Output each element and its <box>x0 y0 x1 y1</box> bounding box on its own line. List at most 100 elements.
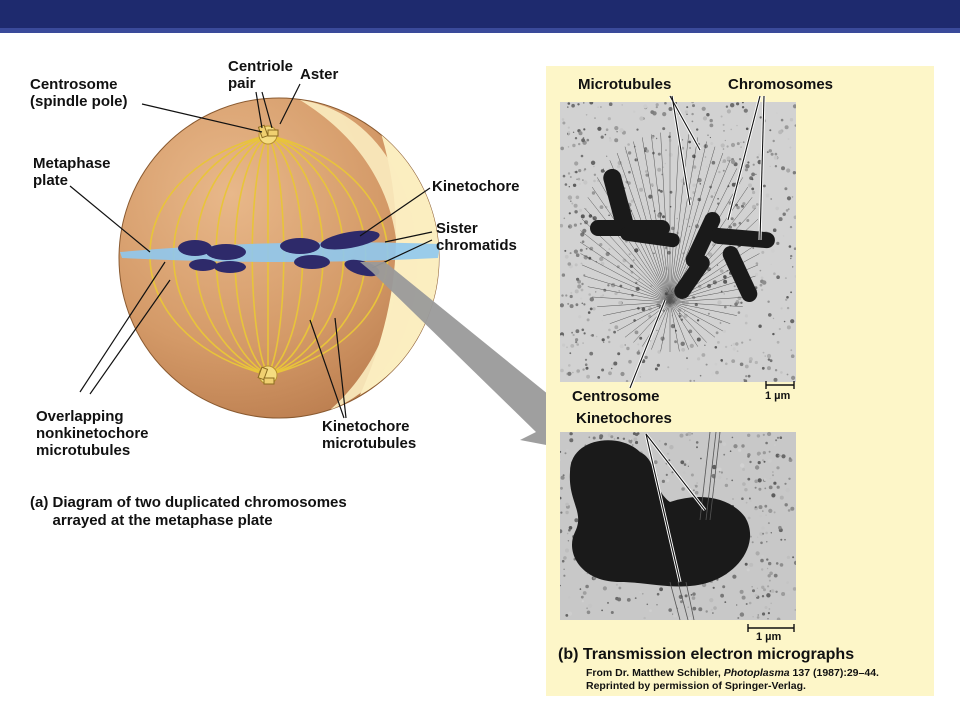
micrograph-texture <box>792 171 796 175</box>
micrograph-texture <box>776 485 780 489</box>
micrograph-texture <box>760 554 765 559</box>
micrograph-texture <box>736 102 740 106</box>
micrograph-texture <box>763 184 766 188</box>
micrograph-texture <box>740 463 745 468</box>
micrograph-fiber <box>609 301 671 324</box>
micrograph-texture <box>722 169 725 172</box>
micrograph-texture <box>723 293 725 295</box>
micrograph-texture <box>665 149 667 152</box>
micrograph-texture <box>643 616 646 620</box>
micrograph-texture <box>577 284 582 289</box>
micrograph-texture <box>712 280 717 285</box>
micrograph-texture <box>595 291 597 293</box>
micrograph-texture <box>766 151 769 154</box>
micrograph-texture <box>752 247 755 249</box>
micrograph-texture <box>786 168 791 173</box>
micrograph-texture <box>717 197 719 200</box>
micrograph-texture <box>763 478 767 481</box>
micrograph-texture <box>562 174 566 178</box>
micrograph-texture <box>773 377 778 382</box>
micrograph-texture <box>694 484 698 488</box>
micrograph-texture <box>599 256 604 262</box>
micrograph-texture <box>584 363 588 367</box>
micrograph-texture <box>780 371 783 374</box>
micrograph-texture <box>731 479 734 482</box>
micrograph-texture <box>761 250 765 254</box>
micrograph-texture <box>747 455 750 458</box>
micrograph-texture <box>718 467 722 472</box>
micrograph-texture <box>659 587 663 592</box>
micrograph-texture <box>770 589 775 593</box>
micrograph-texture <box>731 436 734 439</box>
micrograph-texture <box>680 460 685 465</box>
micrograph-texture <box>739 362 744 367</box>
micrograph-texture <box>567 195 573 200</box>
micrograph-texture <box>787 208 790 210</box>
micrograph-texture <box>614 325 619 330</box>
micrograph-texture <box>644 355 648 360</box>
micrograph-texture <box>710 608 713 611</box>
micrograph-texture <box>689 343 694 348</box>
micrograph-texture <box>732 498 734 500</box>
micrograph-texture <box>620 371 625 377</box>
micrograph-texture <box>786 581 789 584</box>
micrograph-texture <box>732 574 737 579</box>
micrograph-texture <box>786 296 789 299</box>
micrograph-texture <box>571 202 574 205</box>
micrograph-texture <box>577 177 581 181</box>
micrograph-texture <box>661 479 665 483</box>
micrograph-texture <box>601 609 603 612</box>
micrograph-texture <box>583 332 586 335</box>
micrograph-texture <box>565 294 568 297</box>
micrograph-texture <box>761 366 765 370</box>
micrograph-texture <box>565 614 569 617</box>
micrograph-texture <box>705 610 708 613</box>
micrograph-texture <box>786 555 790 559</box>
micrograph-texture <box>791 375 796 380</box>
micrograph-texture <box>608 340 611 344</box>
micrograph-texture <box>653 460 658 465</box>
micrograph-texture <box>610 611 614 614</box>
micrograph-texture <box>601 319 604 322</box>
micrograph-texture <box>636 432 640 435</box>
micrograph-texture <box>787 509 791 512</box>
micrograph-texture <box>767 366 771 371</box>
micrograph-texture <box>790 254 793 258</box>
micrograph-texture <box>752 163 755 166</box>
micrograph-texture <box>586 374 590 379</box>
micrograph-texture <box>794 124 796 127</box>
micrograph-texture <box>674 340 677 344</box>
micrograph-texture <box>570 291 573 294</box>
micrograph-texture <box>684 594 688 598</box>
micrograph-texture <box>706 113 710 117</box>
micrograph-texture <box>560 479 563 483</box>
micrograph-texture <box>747 161 750 164</box>
micrograph-texture <box>685 433 689 436</box>
micrograph-texture <box>617 352 621 356</box>
micrograph-texture <box>702 116 708 121</box>
micrograph-texture <box>764 487 767 490</box>
micrograph-texture <box>772 471 774 473</box>
micrograph-texture <box>575 195 580 200</box>
micrograph-texture <box>628 170 631 174</box>
micrograph-texture <box>566 532 569 535</box>
micrograph-texture <box>677 269 679 271</box>
micrograph-texture <box>686 113 688 115</box>
micrograph-texture <box>743 379 748 382</box>
micrograph-texture <box>575 338 579 342</box>
micrograph-texture <box>736 604 738 606</box>
caption-a: (a) Diagram of two duplicated chromosome… <box>30 494 347 530</box>
micrograph-texture <box>765 193 770 198</box>
zoom-arrow <box>360 262 580 448</box>
micrograph-texture <box>762 459 764 461</box>
micrograph-texture <box>655 137 658 140</box>
micrograph-texture <box>691 120 694 123</box>
micrograph-texture <box>578 142 581 146</box>
micrograph-texture <box>775 562 779 565</box>
micrograph-fiber <box>597 301 671 307</box>
micrograph-texture <box>768 508 773 513</box>
micrograph-texture <box>629 437 632 440</box>
micrograph-fiber <box>660 301 671 352</box>
micrograph-texture <box>569 304 574 309</box>
micrograph-texture <box>695 441 699 444</box>
